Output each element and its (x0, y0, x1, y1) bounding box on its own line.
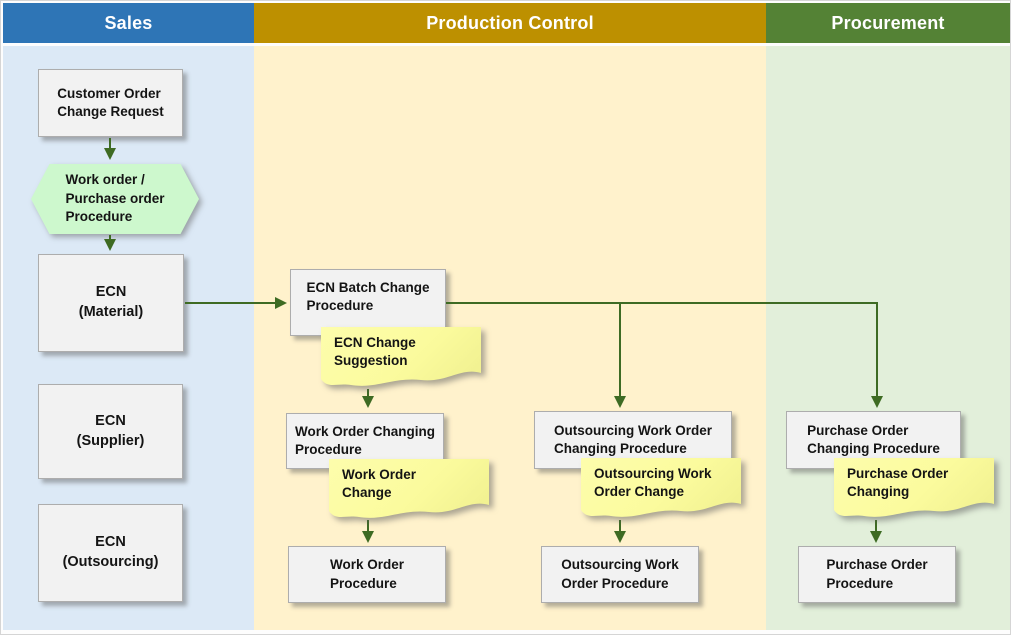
node-label: Outsourcing Work Order Procedure (561, 557, 679, 591)
node-label: ECN (Supplier) (76, 412, 145, 449)
note-work-order-change: Work Order Change (329, 459, 489, 521)
note-purchase-order-changing: Purchase Order Changing (834, 458, 994, 520)
node-ecn-outsourcing: ECN (Outsourcing) (38, 504, 183, 602)
node-label: Outsourcing Work Order Changing Procedur… (553, 422, 713, 456)
note-label: ECN Change Suggestion (334, 335, 416, 369)
node-label: ECN (Material) (78, 284, 144, 320)
node-outsourcing-work-order-procedure: Outsourcing Work Order Procedure (541, 546, 699, 603)
node-ecn-batch-change-procedure: ECN Batch Change Procedure (290, 269, 446, 336)
node-work-order-procedure: Work Order Procedure (288, 546, 446, 603)
node-label: Purchase Order Changing Procedure (807, 422, 940, 456)
lane-title-sales: Sales (104, 12, 153, 33)
node-ecn-supplier: ECN (Supplier) (38, 384, 183, 479)
document-shape: ECN Change Suggestion (321, 327, 481, 389)
node-work-order-purchase-order-procedure: Work order / Purchase order Procedure (31, 164, 199, 234)
note-label: Outsourcing Work Order Change (594, 466, 712, 500)
lane-header-procurement: Procurement (766, 3, 1010, 43)
node-label: Work Order Changing Procedure (294, 423, 435, 457)
node-label: Customer Order Change Request (57, 85, 164, 119)
node-label: ECN Batch Change Procedure (306, 280, 430, 314)
note-ecn-change-suggestion: ECN Change Suggestion (321, 327, 481, 389)
node-ecn-material: ECN (Material) (38, 254, 184, 352)
node-label: ECN (Outsourcing) (62, 534, 159, 570)
note-outsourcing-work-order-change: Outsourcing Work Order Change (581, 458, 741, 520)
lane-header-sales: Sales (3, 3, 254, 43)
lane-header-production-control: Production Control (254, 3, 766, 43)
document-shape: Purchase Order Changing (834, 458, 994, 520)
note-label: Work Order Change (342, 467, 417, 501)
node-label: Work order / Purchase order Procedure (65, 171, 165, 225)
lane-title-procurement: Procurement (831, 12, 945, 33)
node-customer-order-change-request: Customer Order Change Request (38, 69, 183, 137)
document-shape: Work Order Change (329, 459, 489, 521)
document-shape: Outsourcing Work Order Change (581, 458, 741, 520)
node-label: Purchase Order Procedure (826, 557, 928, 591)
node-label: Work Order Procedure (329, 557, 405, 591)
lane-title-production-control: Production Control (426, 12, 594, 33)
node-purchase-order-procedure: Purchase Order Procedure (798, 546, 956, 603)
node-purchase-order-changing-procedure: Purchase Order Changing Procedure (786, 411, 961, 469)
lane-procurement-body (766, 46, 1010, 630)
hexagon-shape: Work order / Purchase order Procedure (31, 164, 199, 234)
note-label: Purchase Order Changing (847, 466, 949, 500)
